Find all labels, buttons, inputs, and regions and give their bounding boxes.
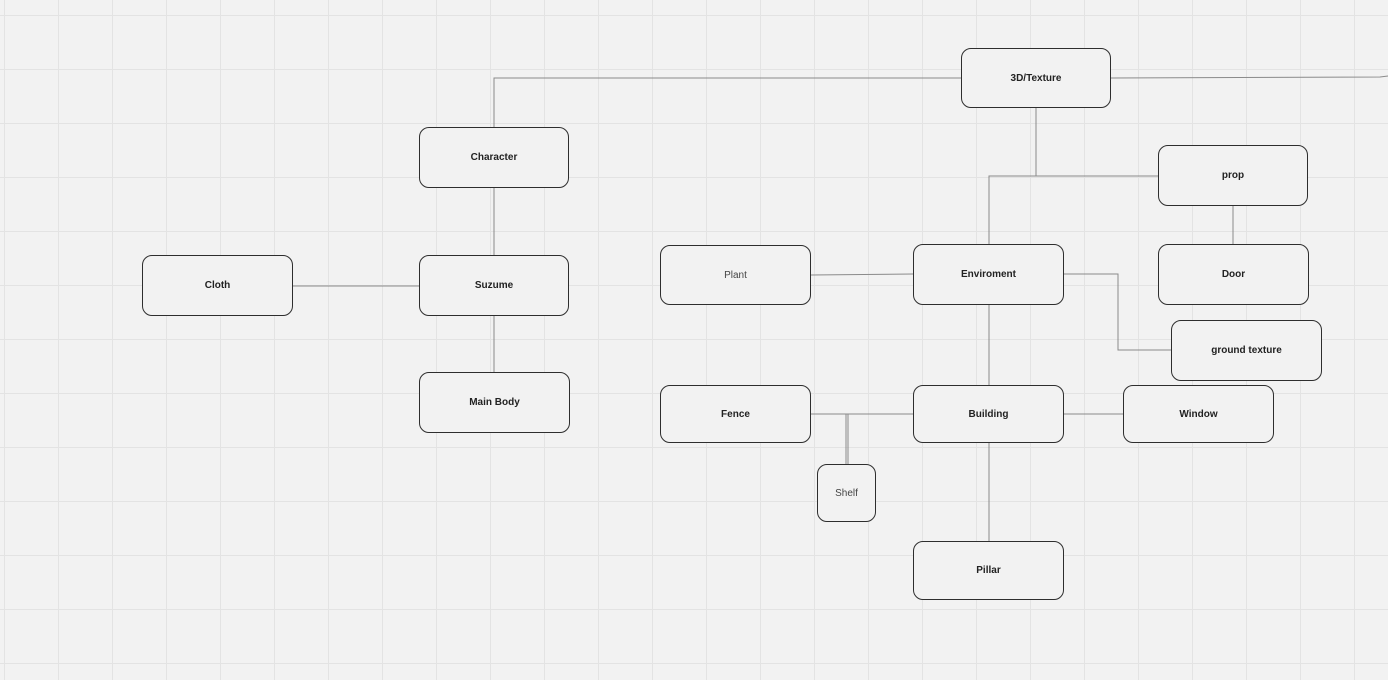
node-shelf[interactable]: Shelf: [817, 464, 876, 522]
node-plant[interactable]: Plant: [660, 245, 811, 305]
edge-enviroment-ground-texture: [1064, 273, 1171, 351]
node-label: Plant: [724, 269, 747, 281]
node-suzume[interactable]: Suzume: [419, 255, 569, 316]
node-3d-texture[interactable]: 3D/Texture: [961, 48, 1111, 108]
node-label: 3D/Texture: [1010, 72, 1062, 84]
node-label: Window: [1179, 408, 1218, 420]
edge-texture-offscreen: [1110, 75, 1388, 79]
edge-texture-enviroment: [988, 175, 1036, 244]
node-ground-texture[interactable]: ground texture: [1171, 320, 1322, 381]
node-label: Character: [470, 152, 518, 163]
edge-enviroment-plant: [810, 273, 914, 276]
node-label: Enviroment: [960, 269, 1016, 280]
node-label: ground texture: [1211, 345, 1282, 356]
node-label: prop: [1221, 170, 1245, 181]
node-door[interactable]: Door: [1158, 244, 1309, 305]
node-building[interactable]: Building: [913, 385, 1064, 443]
node-label: Main Body: [469, 397, 520, 408]
node-main-body[interactable]: Main Body: [419, 372, 570, 433]
node-fence[interactable]: Fence: [660, 385, 811, 443]
edge-texture-character: [493, 77, 961, 127]
node-enviroment[interactable]: Enviroment: [913, 244, 1064, 305]
node-character[interactable]: Character: [419, 127, 569, 188]
node-cloth[interactable]: Cloth: [142, 255, 293, 316]
node-pillar[interactable]: Pillar: [913, 541, 1064, 600]
node-label: Fence: [721, 408, 750, 420]
node-label: Shelf: [835, 487, 858, 499]
node-label: Suzume: [474, 280, 514, 291]
node-prop[interactable]: prop: [1158, 145, 1308, 206]
node-label: Door: [1221, 269, 1246, 280]
node-label: Building: [968, 408, 1009, 420]
node-window[interactable]: Window: [1123, 385, 1274, 443]
node-label: Pillar: [976, 565, 1001, 576]
node-label: Cloth: [204, 280, 231, 291]
